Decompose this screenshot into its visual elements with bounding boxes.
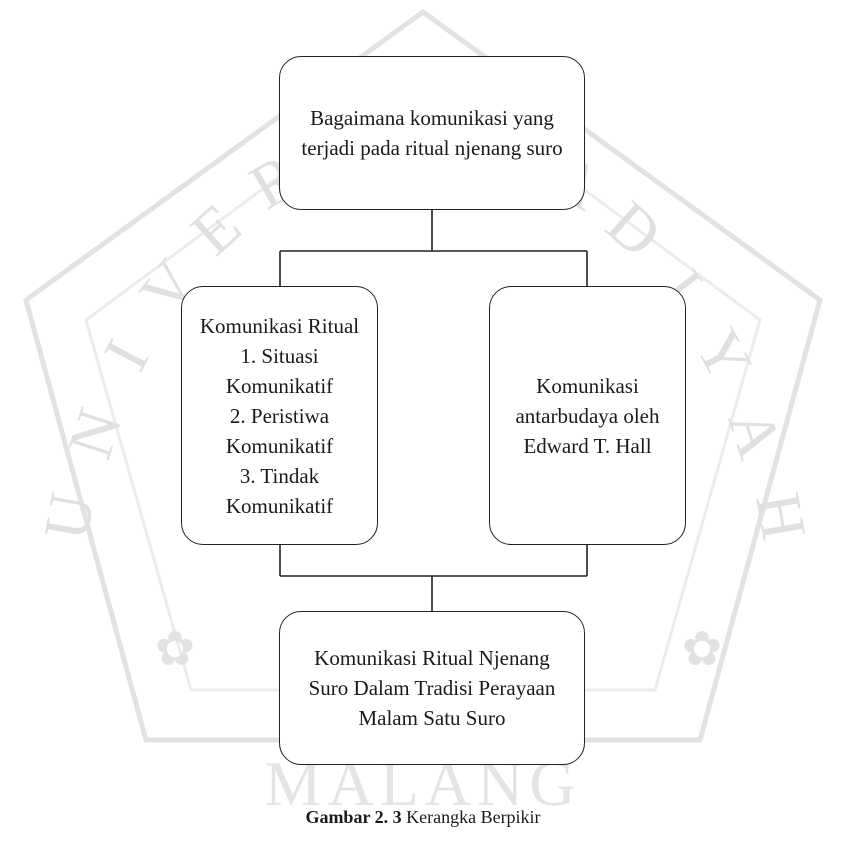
node-intercultural-line: antarbudaya oleh [515, 403, 660, 428]
node-result-text: Komunikasi Ritual Njenang Suro Dalam Tra… [309, 643, 556, 733]
node-ritual-line: Komunikasi Ritual [199, 313, 360, 338]
figure-caption-text: Kerangka Berpikir [401, 807, 541, 827]
node-ritual-line: Komunikatif [225, 433, 334, 458]
node-question: Bagaimana komunikasi yang terjadi pada r… [279, 56, 585, 210]
watermark-letter: E [177, 190, 254, 269]
node-result-line: Komunikasi Ritual Njenang [314, 646, 550, 670]
watermark-letter: N [54, 400, 136, 466]
watermark-letter: D [593, 187, 675, 271]
watermark-letter: A [715, 400, 797, 466]
watermark-letter: Y [682, 318, 766, 392]
node-result-line: Suro Dalam Tradisi Perayaan [308, 676, 556, 700]
node-intercultural-text: Komunikasi antarbudaya oleh Edward T. Ha… [515, 371, 659, 461]
figure-caption-label: Gambar 2. 3 [305, 807, 402, 827]
node-result: Komunikasi Ritual Njenang Suro Dalam Tra… [279, 611, 585, 765]
node-ritual-line: Komunikatif [225, 493, 334, 518]
node-ritual-line: 3. Tindak [239, 463, 320, 488]
node-ritual-communication: Komunikasi Ritual 1. Situasi Komunikatif… [181, 286, 378, 545]
node-ritual-line: 2. Peristiwa [229, 403, 330, 428]
watermark-star-right-icon: ✿ [682, 623, 722, 676]
node-ritual-line: Komunikatif [225, 373, 334, 398]
node-intercultural-communication: Komunikasi antarbudaya oleh Edward T. Ha… [489, 286, 686, 545]
node-ritual-line: 1. Situasi [240, 343, 319, 368]
watermark-letter: H [742, 487, 820, 545]
node-question-line: Bagaimana komunikasi yang [310, 106, 554, 130]
node-intercultural-line: Komunikasi [536, 373, 639, 398]
watermark-letter: I [90, 329, 163, 381]
node-question-line: terjadi pada ritual njenang suro [301, 136, 563, 160]
node-intercultural-line: Edward T. Hall [523, 433, 652, 458]
node-result-line: Malam Satu Suro [358, 706, 506, 730]
node-ritual-text: Komunikasi Ritual 1. Situasi Komunikatif… [200, 311, 359, 521]
node-question-text: Bagaimana komunikasi yang terjadi pada r… [301, 103, 562, 163]
watermark-letter: U [30, 487, 108, 545]
figure-caption: Gambar 2. 3 Kerangka Berpikir [0, 806, 846, 828]
watermark-star-left-icon: ✿ [155, 623, 195, 676]
